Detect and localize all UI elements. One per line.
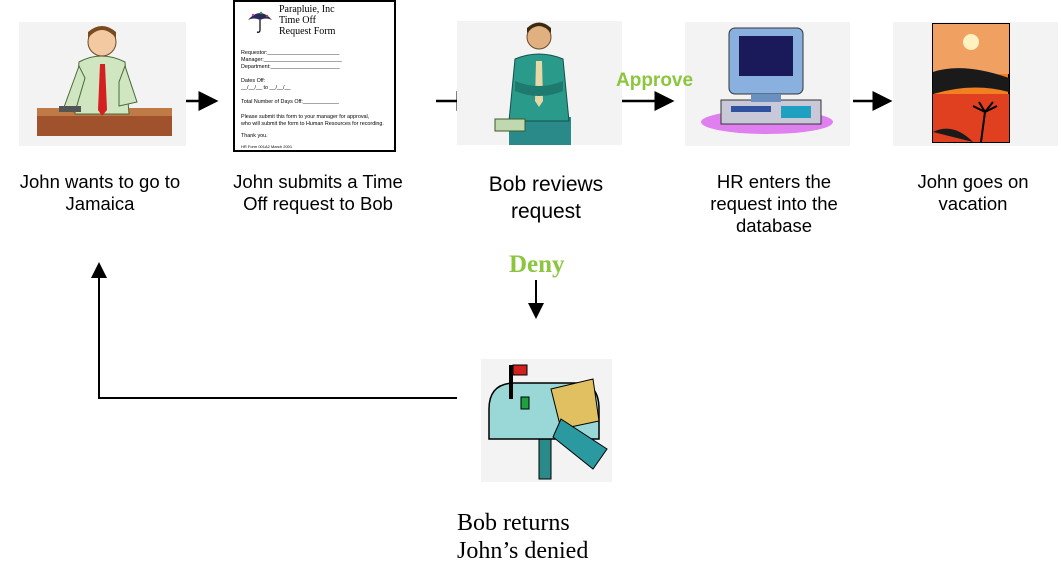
form-instructions-1: Please submit this form to your manager …: [241, 114, 370, 120]
form-department: Department:_______________________: [241, 64, 340, 70]
return-line: [91, 262, 457, 399]
bob-standing-image: [457, 21, 622, 145]
approve-label: Approve: [616, 70, 694, 91]
umbrella-icon: [248, 11, 272, 33]
mailbox-image: [481, 359, 612, 482]
caption-step-5: John goes on vacation: [917, 171, 1029, 214]
caption-deny-line-1: Bob returns: [457, 510, 570, 536]
form-thanks: Thank you.: [241, 133, 268, 139]
form-total-days: Total Number of Days Off:____________: [241, 99, 339, 105]
form-footer: HR Form 001A2 March 2001: [241, 144, 293, 149]
form-company: Parapluie, Inc: [279, 4, 335, 15]
deny-label: Deny: [509, 251, 565, 278]
caption-deny-step: Bob returns John’s denied: [457, 509, 677, 565]
caption-deny-line-2: John’s denied: [457, 538, 589, 564]
john-at-desk-image: [19, 22, 186, 146]
caption-step-2: John submits a Time Off request to Bob: [233, 171, 403, 214]
form-header: Parapluie, Inc Time Off Request Form: [279, 4, 335, 37]
form-dates-range: __/__/__ to __/__/__: [241, 85, 291, 91]
caption-step-1: John wants to go to Jamaica: [19, 171, 181, 214]
computer-image: [685, 22, 850, 146]
vacation-sunset-image: [893, 22, 1058, 146]
form-title-line2: Request Form: [279, 26, 336, 37]
caption-step-4: HR enters the request into the database: [710, 171, 838, 235]
time-off-request-form: Parapluie, Inc Time Off Request Form Req…: [233, 0, 396, 152]
form-dates-off: Dates Off:: [241, 78, 266, 84]
form-manager: Manager:__________________________: [241, 57, 342, 63]
form-instructions-2: who will submit the form to Human Resour…: [241, 121, 384, 127]
caption-step-3: Bob reviews request: [488, 173, 604, 223]
form-requestor: Requestor:________________________: [241, 50, 340, 56]
form-title-line1: Time Off: [279, 15, 316, 26]
